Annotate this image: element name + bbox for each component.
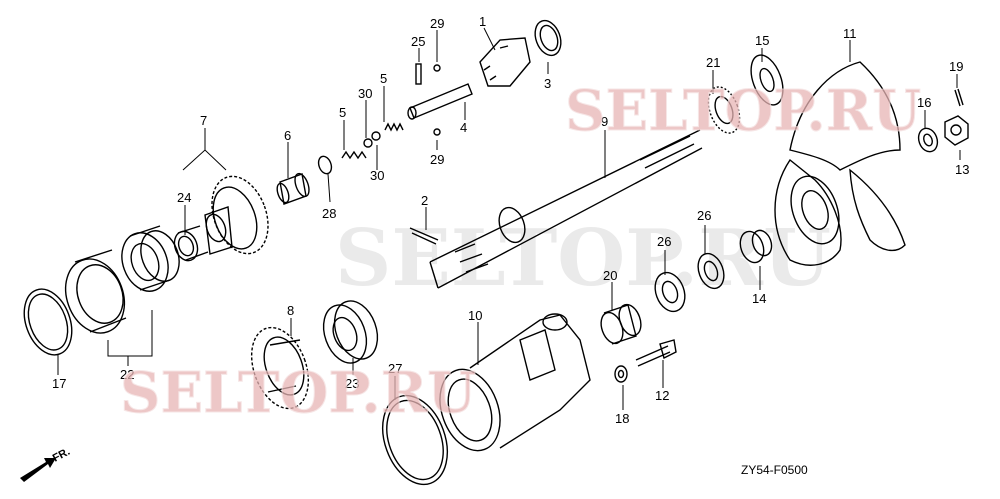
part-2-pin bbox=[409, 227, 439, 245]
label-12: 12 bbox=[655, 388, 669, 403]
label-7: 7 bbox=[200, 113, 207, 128]
part-6-sleeve bbox=[276, 172, 310, 205]
label-11: 11 bbox=[843, 26, 857, 41]
label-29b: 29 bbox=[430, 152, 444, 167]
part-9-propeller-shaft bbox=[429, 129, 703, 289]
label-5b: 5 bbox=[339, 105, 346, 120]
part-1-clutch bbox=[479, 37, 531, 87]
part-3-collar bbox=[534, 19, 562, 57]
part-8-bevel-gear bbox=[250, 326, 310, 410]
diagram-code: ZY54-F0500 bbox=[741, 463, 808, 477]
leader-lines bbox=[57, 27, 961, 410]
part-4-shift-shaft bbox=[407, 83, 473, 120]
part-11-propeller bbox=[774, 61, 906, 266]
label-22: 22 bbox=[120, 367, 134, 382]
part-17-o-ring bbox=[23, 288, 73, 356]
label-3: 3 bbox=[544, 76, 551, 91]
part-13-nut bbox=[944, 115, 969, 146]
part-18-washer bbox=[614, 365, 628, 383]
label-27: 27 bbox=[388, 361, 402, 376]
part-22-roller-bearing bbox=[121, 225, 180, 292]
front-direction-marker: FR. bbox=[20, 446, 72, 482]
label-16: 16 bbox=[917, 95, 931, 110]
watermark-middle: SELTOP.RU bbox=[335, 213, 831, 304]
part-27-o-ring bbox=[382, 394, 448, 486]
label-28: 28 bbox=[322, 206, 336, 221]
front-label: FR. bbox=[51, 446, 72, 465]
part-12-bolt bbox=[635, 339, 677, 367]
part-15-washer bbox=[750, 54, 784, 106]
watermarks: SELTOP.RU SELTOP.RU bbox=[120, 78, 922, 427]
part-23-ball-bearing bbox=[322, 300, 379, 364]
label-5a: 5 bbox=[380, 71, 387, 86]
label-15: 15 bbox=[755, 33, 769, 48]
part-10-bearing-holder bbox=[439, 313, 591, 452]
label-19: 19 bbox=[949, 59, 963, 74]
label-29a: 29 bbox=[430, 16, 444, 31]
label-23: 23 bbox=[345, 376, 359, 391]
part-26-oil-seals bbox=[654, 252, 725, 313]
part-number-labels: 1 2 3 4 5 5 6 7 8 9 10 11 12 13 14 15 16… bbox=[52, 14, 969, 426]
label-21: 21 bbox=[706, 55, 720, 70]
part-16-washer bbox=[917, 127, 939, 153]
label-6: 6 bbox=[284, 128, 291, 143]
watermark-bottom-left: SELTOP.RU bbox=[120, 360, 476, 426]
label-24: 24 bbox=[177, 190, 191, 205]
part-30-balls bbox=[363, 131, 381, 148]
part-14-spacer bbox=[739, 229, 773, 264]
label-2: 2 bbox=[421, 193, 428, 208]
label-1: 1 bbox=[479, 14, 486, 29]
label-14: 14 bbox=[752, 291, 766, 306]
label-18: 18 bbox=[615, 411, 629, 426]
label-20: 20 bbox=[603, 268, 617, 283]
part-20-needle-bearing bbox=[600, 303, 642, 345]
part-28-circlip bbox=[317, 155, 333, 175]
part-21-oil-seal bbox=[707, 86, 741, 134]
part-19-cotter-pin bbox=[954, 88, 964, 107]
label-4: 4 bbox=[460, 120, 467, 135]
label-8: 8 bbox=[287, 303, 294, 318]
label-30b: 30 bbox=[370, 168, 384, 183]
label-17: 17 bbox=[52, 376, 66, 391]
part-29-balls bbox=[433, 64, 441, 136]
label-13: 13 bbox=[955, 162, 969, 177]
label-10: 10 bbox=[468, 308, 482, 323]
label-30a: 30 bbox=[358, 86, 372, 101]
label-26b: 26 bbox=[657, 234, 671, 249]
part-24-needle-bearing bbox=[173, 225, 209, 262]
label-9: 9 bbox=[601, 114, 608, 129]
label-25: 25 bbox=[411, 34, 425, 49]
background-watermark: SELTOP.RU bbox=[335, 213, 831, 304]
part-5-springs bbox=[341, 122, 404, 160]
part-25-pin bbox=[415, 63, 422, 85]
watermark-top-right: SELTOP.RU bbox=[565, 78, 921, 144]
part-7-bevel-gear bbox=[204, 175, 269, 255]
part-22-bearing-race bbox=[64, 249, 127, 334]
label-26a: 26 bbox=[697, 208, 711, 223]
